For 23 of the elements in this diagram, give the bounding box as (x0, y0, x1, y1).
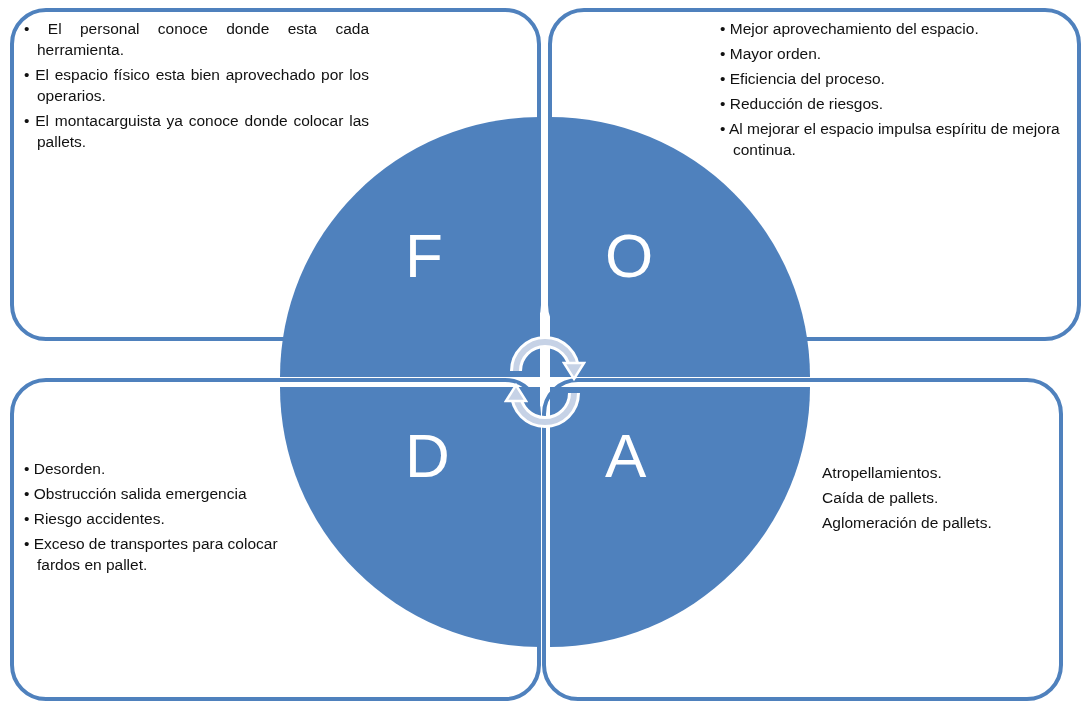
bullet-item: • El espacio físico esta bien aprovechado por los operarios. (24, 65, 369, 106)
bullet-item: • Obstrucción salida emergencia (24, 484, 248, 504)
quadrant-letter: O (605, 225, 654, 287)
bullet-item: • Al mejorar el espacio impulsa espíritu de mejora continua. (720, 119, 1061, 160)
quadrant-letter: D (405, 425, 450, 487)
list-item: Aglomeración de pallets. (822, 513, 993, 533)
bullet-item: • Eficiencia del proceso. (720, 69, 886, 89)
bullet-item: • Reducción de riesgos. (720, 94, 885, 114)
bullet-item: • Desorden. (24, 459, 107, 479)
list-item: Atropellamientos. (822, 463, 943, 483)
bullet-item: • Riesgo accidentes. (24, 509, 166, 529)
bullet-item: • El personal conoce donde esta cada herramienta. (24, 19, 369, 60)
bullet-item: • Mejor aprovechamiento del espacio. (720, 19, 980, 39)
bullet-item: • Exceso de transportes para colocar fardos en pallet. (24, 534, 279, 575)
bullet-item: • El montacarguista ya conoce donde colocar las pallets. (24, 111, 369, 152)
curved-arrow (505, 383, 577, 425)
quadrant-card (10, 378, 541, 701)
curved-arrow (513, 339, 585, 381)
quadrant-letter: A (605, 425, 647, 487)
quadrant-card (542, 378, 1063, 701)
quadrant-letter: F (405, 225, 443, 287)
bullet-item: • Mayor orden. (720, 44, 823, 64)
list-item: Caída de pallets. (822, 488, 940, 508)
